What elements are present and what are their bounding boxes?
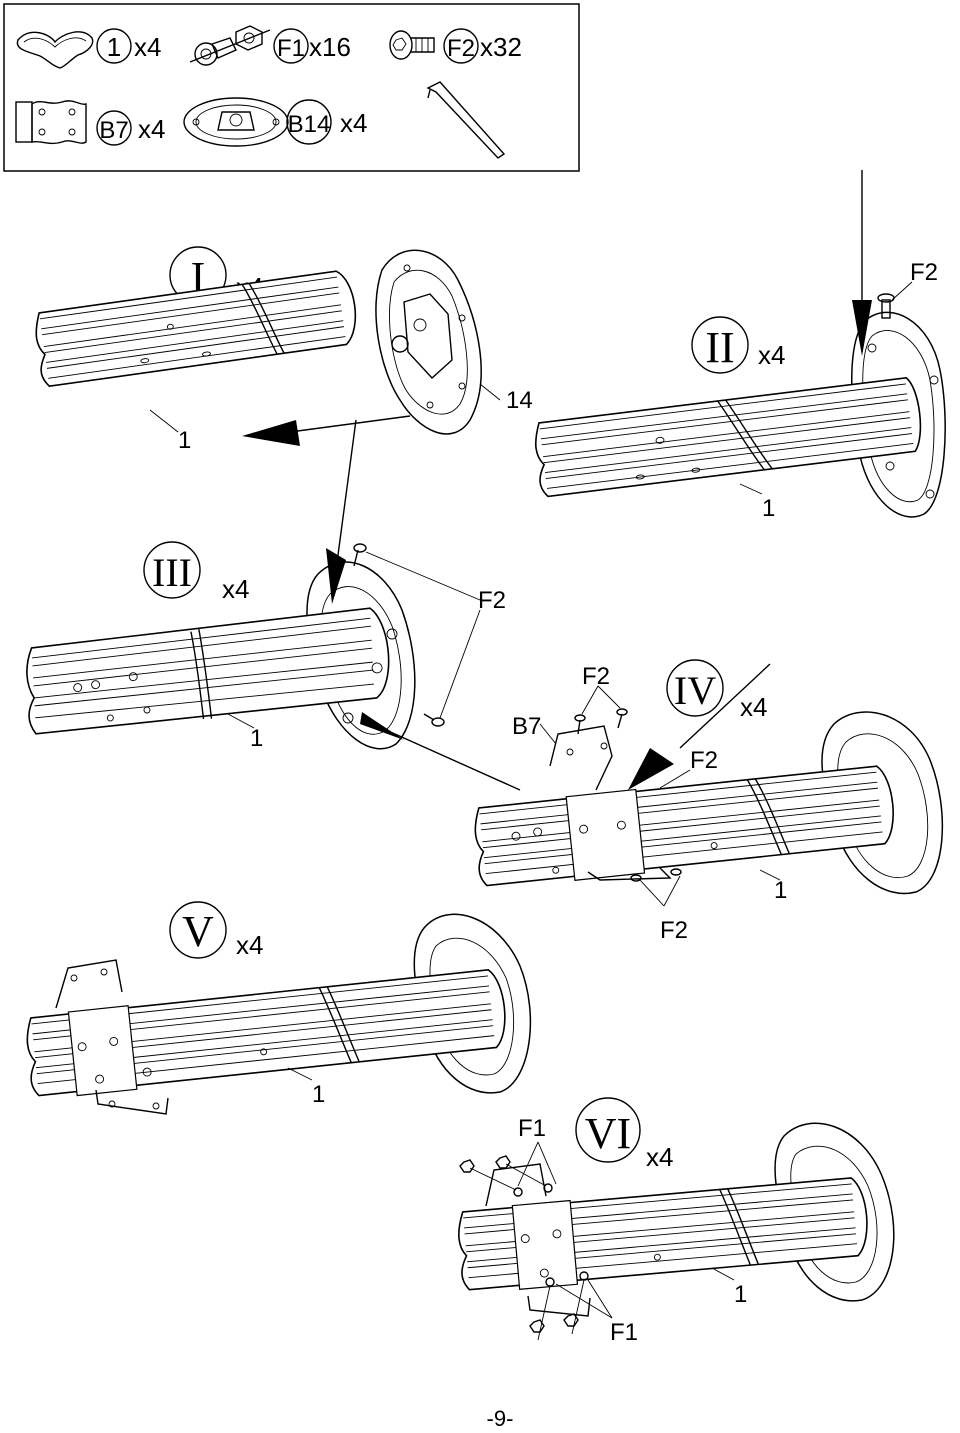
connector-icon (16, 31, 94, 69)
hex-key-icon (426, 81, 506, 159)
svg-text:VI: VI (585, 1109, 631, 1158)
parts-item-b14-id: B14 (286, 99, 332, 145)
step-v-callout-1: 1 (312, 1081, 325, 1108)
step-vi-bracket-bottom (527, 1295, 591, 1317)
parts-item-b7-qty: x4 (138, 114, 165, 144)
step-v-tube (26, 969, 506, 1097)
svg-text:IV: IV (674, 668, 716, 713)
page-number: -9- (487, 1406, 514, 1431)
step-iii-qty: x4 (222, 574, 249, 604)
step-iii-screw-top (353, 543, 367, 567)
step-vi-fasteners-bottom (529, 1271, 589, 1341)
step-ii: II x4 1 F2 (534, 170, 946, 522)
step-i: I x4 1 14 (35, 246, 533, 571)
step-iv-tube (474, 765, 894, 887)
svg-text:V: V (182, 907, 214, 956)
step-iv-screws-bottom (630, 868, 682, 882)
svg-text:F2: F2 (447, 35, 475, 62)
step-vi-numeral: VI (575, 1097, 641, 1163)
step-iv-qty: x4 (740, 692, 767, 722)
step-vi: VI x4 (458, 1097, 895, 1346)
step-vi-callout-f1-top: F1 (518, 1115, 546, 1142)
step-v-numeral: V (169, 901, 227, 959)
step-iv-callout-f2-mid: F2 (690, 747, 718, 774)
step-vi-bracket-top (485, 1163, 547, 1207)
step-iv-callout-b7: B7 (512, 713, 541, 740)
step-i-tube (35, 270, 357, 388)
step-iii-numeral: III (143, 541, 201, 599)
step-v: V x4 1 (26, 901, 532, 1115)
step-vi-callout-f1-bottom: F1 (610, 1319, 638, 1346)
step-i-base-plate (375, 249, 482, 435)
parts-item-f1-id: F1 (273, 28, 309, 64)
step-iii-callout-1: 1 (250, 725, 263, 752)
parts-item-1-id: 1 (96, 28, 132, 64)
step-ii-qty: x4 (758, 340, 785, 370)
step-iii-tube (26, 607, 390, 735)
step-vi-callout-1: 1 (734, 1281, 747, 1308)
step-ii-tube (534, 377, 922, 498)
svg-text:III: III (152, 550, 192, 595)
step-iv-numeral: IV (666, 659, 724, 717)
step-iv-callout-f2-top: F2 (582, 663, 610, 690)
step-iii-callout-f2: F2 (478, 587, 506, 614)
parts-item-f2-id: F2 (443, 28, 479, 64)
step-iv: IV x4 B7 F2 (474, 659, 944, 944)
step-vi-fasteners-top (459, 1155, 553, 1197)
parts-item-1-qty: x4 (134, 32, 161, 62)
step-v-qty: x4 (236, 930, 263, 960)
step-iii: III x4 1 (26, 541, 521, 791)
step-i-callout-14: 14 (506, 387, 533, 414)
step-iv-screws-top (574, 708, 628, 735)
screw-icon (389, 30, 435, 60)
step-vi-qty: x4 (646, 1142, 673, 1172)
parts-item-f2-qty: x32 (480, 32, 522, 62)
step-ii-callout-f2: F2 (910, 259, 938, 286)
step-i-callout-1: 1 (178, 427, 191, 454)
step-ii-callout-1: 1 (762, 495, 775, 522)
bracket-icon (15, 100, 87, 145)
step-iii-screw-bottom (423, 713, 445, 727)
svg-text:1: 1 (107, 32, 121, 62)
base-plate-icon (183, 97, 289, 147)
parts-item-f1-qty: x16 (309, 32, 351, 62)
step-ii-numeral: II (691, 316, 749, 374)
step-iv-bracket (549, 725, 613, 791)
svg-text:B7: B7 (99, 117, 128, 144)
svg-text:F1: F1 (277, 35, 305, 62)
step-iv-callout-1: 1 (774, 877, 787, 904)
parts-item-b14-qty: x4 (340, 108, 367, 138)
bolt-nut-icon (189, 25, 271, 66)
parts-item-b7-id: B7 (96, 110, 132, 146)
parts-box: 1 x4 F1 x16 F2 x32 (3, 3, 580, 172)
step-v-bracket-top (55, 959, 123, 1009)
step-v-bracket-bottom (95, 1089, 169, 1115)
step-iv-callout-f2-bottom: F2 (660, 917, 688, 944)
svg-text:B14: B14 (288, 111, 331, 138)
svg-text:II: II (705, 323, 734, 372)
step-vi-tube (458, 1177, 868, 1291)
